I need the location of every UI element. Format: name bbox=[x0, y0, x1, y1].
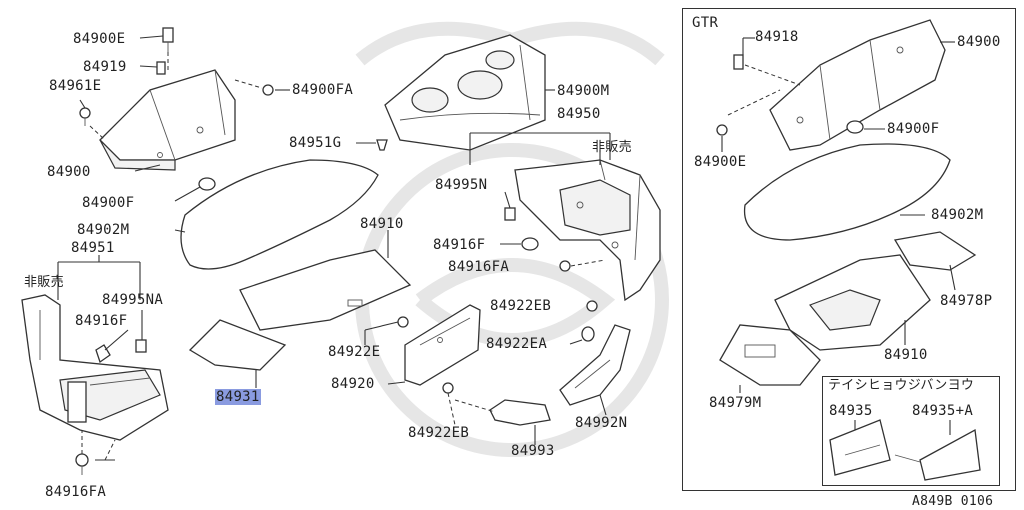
clip-84900E bbox=[162, 27, 174, 52]
label-84922EB-top: 84922EB bbox=[490, 298, 552, 314]
label-gtr-84979M: 84979M bbox=[709, 395, 762, 411]
clip-84900FA bbox=[262, 84, 274, 96]
display-board-frame bbox=[822, 376, 1000, 486]
clip-84919 bbox=[156, 61, 166, 75]
gtr-frame bbox=[682, 8, 1016, 491]
clip-84961E bbox=[79, 107, 91, 126]
mat-84931 bbox=[188, 319, 287, 371]
label-84916FA: 84916FA bbox=[448, 259, 510, 275]
clip-84922EA bbox=[581, 326, 595, 342]
label-not-for-sale-left: 非販売 bbox=[24, 275, 64, 290]
label-84992N: 84992N bbox=[575, 415, 628, 431]
clip-84951G bbox=[376, 139, 388, 151]
trim-84920 bbox=[404, 304, 481, 386]
gtr-tray-84979M bbox=[719, 324, 821, 386]
label-84902M: 84902M bbox=[77, 222, 130, 238]
label-84920: 84920 bbox=[331, 376, 375, 392]
gtr-board-84978P bbox=[893, 231, 977, 271]
label-display-board-use: テイシヒョウジバンヨウ bbox=[828, 378, 975, 393]
clip-84900F-left bbox=[198, 177, 216, 191]
label-84900FA: 84900FA bbox=[292, 82, 354, 98]
clip-84922EB-top bbox=[586, 300, 598, 312]
gtr-clip-84900E bbox=[716, 124, 728, 136]
label-84950: 84950 bbox=[557, 106, 601, 122]
clip-84995N bbox=[504, 207, 516, 221]
board-84910 bbox=[239, 249, 412, 331]
gtr-bracket-84935 bbox=[829, 419, 891, 476]
label-84919: 84919 bbox=[83, 59, 127, 75]
gtr-clip-84900F bbox=[846, 120, 864, 134]
label-84951G: 84951G bbox=[289, 135, 342, 151]
clip-84922E bbox=[397, 316, 409, 328]
label-84910: 84910 bbox=[360, 216, 404, 232]
label-84995N: 84995N bbox=[435, 177, 488, 193]
gtr-bracket-84900 bbox=[769, 19, 946, 151]
label-84961E: 84961E bbox=[49, 78, 102, 94]
label-84916F: 84916F bbox=[433, 237, 486, 253]
clip-84916FA bbox=[559, 260, 571, 272]
label-gtr-84978P: 84978P bbox=[940, 293, 993, 309]
gtr-bracket-84935A bbox=[894, 428, 981, 481]
bracket-84950 bbox=[514, 159, 661, 302]
label-not-for-sale-center: 非販売 bbox=[592, 140, 632, 155]
label-84900F: 84900F bbox=[82, 195, 135, 211]
label-84900E: 84900E bbox=[73, 31, 126, 47]
clip-84995NA bbox=[135, 339, 147, 353]
label-84900: 84900 bbox=[47, 164, 91, 180]
cover-84900M bbox=[384, 34, 546, 151]
bracket-84993 bbox=[489, 399, 551, 426]
gtr-mat-84902M bbox=[743, 143, 951, 241]
label-gtr-84918: 84918 bbox=[755, 29, 799, 45]
box-84951 bbox=[21, 294, 169, 441]
label-84922EA: 84922EA bbox=[486, 336, 548, 352]
clip-84916FA-left bbox=[75, 453, 89, 475]
label-84931-highlighted[interactable]: 84931 bbox=[215, 389, 261, 405]
label-84995NA: 84995NA bbox=[102, 292, 164, 308]
label-gtr-84900F: 84900F bbox=[887, 121, 940, 137]
label-84916FA-left: 84916FA bbox=[45, 484, 107, 500]
label-gtr: GTR bbox=[692, 15, 719, 31]
clip-84916F bbox=[521, 237, 539, 251]
trim-84992N bbox=[559, 324, 631, 406]
label-gtr-84902M: 84902M bbox=[931, 207, 984, 223]
bracket-84961E bbox=[99, 69, 236, 171]
clip-84922EB-bottom bbox=[442, 382, 454, 394]
label-84922EB-bottom: 84922EB bbox=[408, 425, 470, 441]
label-gtr-84935A: 84935+A bbox=[912, 403, 974, 419]
label-gtr-84910: 84910 bbox=[884, 347, 928, 363]
label-84922E: 84922E bbox=[328, 344, 381, 360]
label-84951: 84951 bbox=[71, 240, 115, 256]
mat-84902M bbox=[180, 159, 379, 270]
label-84993: 84993 bbox=[511, 443, 555, 459]
diagram-code: A849B 0106 bbox=[912, 494, 994, 509]
label-84900M: 84900M bbox=[557, 83, 610, 99]
gtr-clip-84918 bbox=[733, 54, 744, 70]
label-gtr-84935: 84935 bbox=[829, 403, 873, 419]
label-gtr-84900: 84900 bbox=[957, 34, 1001, 50]
label-84916F-left: 84916F bbox=[75, 313, 128, 329]
label-gtr-84900E: 84900E bbox=[694, 154, 747, 170]
